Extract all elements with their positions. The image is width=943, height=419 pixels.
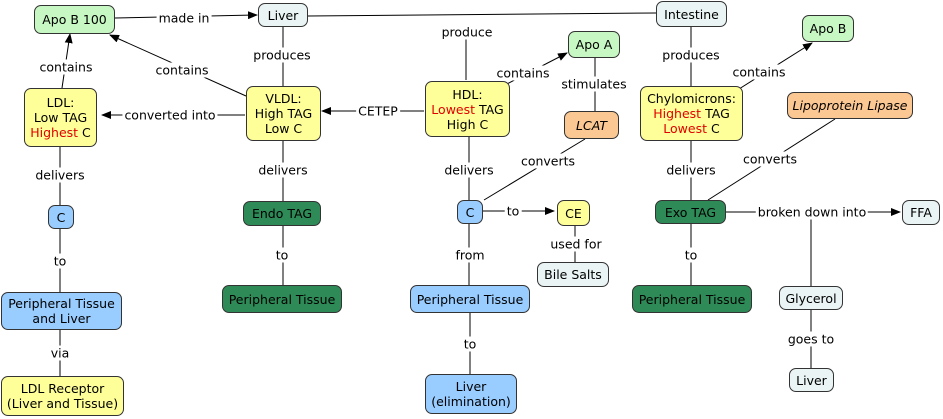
link-label-delivers-chylo: delivers (664, 162, 718, 178)
link-label-converts-lcat: converts (518, 153, 578, 169)
link-label-to-c-left: to (51, 253, 69, 269)
node-text-line: High TAG (254, 106, 313, 121)
node-text-line: Highest C (30, 125, 91, 140)
node-text: C (707, 121, 720, 136)
node-lcat[interactable]: LCAT (564, 111, 619, 139)
node-text-line: Lowest C (663, 121, 719, 136)
node-peripheral-tissue-exo[interactable]: Peripheral Tissue (632, 285, 752, 313)
emphasis-text: Lowest (663, 121, 708, 136)
node-text: Exo TAG (664, 204, 717, 220)
link-label-produce: produce (439, 24, 495, 40)
node-text-line: Highest TAG (653, 106, 730, 121)
node-apo-b[interactable]: Apo B (802, 15, 854, 42)
node-liver-top[interactable]: Liver (258, 3, 308, 27)
node-liver-elimination[interactable]: Liver (elimination) (425, 374, 517, 414)
link-label-to-ce: to (504, 203, 522, 219)
link-label-produces-vldl: produces (251, 47, 313, 63)
node-text: Apo A (575, 37, 613, 52)
link-label-to-mid: to (461, 336, 479, 352)
emphasis-text: Highest (30, 125, 79, 140)
node-text-line: VLDL: (265, 91, 302, 106)
emphasis-text: Highest (653, 106, 702, 121)
node-lipoprotein-lipase[interactable]: Lipoprotein Lipase (787, 92, 913, 119)
node-text: Liver (267, 7, 299, 23)
node-hdl[interactable]: HDL: Lowest TAG High C (425, 81, 510, 137)
node-text: C (78, 125, 91, 140)
node-exo-tag[interactable]: Exo TAG (655, 200, 726, 224)
link-label-cetep: CETEP (356, 103, 400, 119)
node-text: CE (565, 205, 582, 221)
node-text: C (56, 209, 66, 225)
node-ffa[interactable]: FFA (902, 200, 940, 225)
link-label-contains-hdl: contains (494, 65, 552, 81)
node-text-line: (Liver and Tissue) (6, 396, 119, 411)
node-text-line: Low TAG (33, 110, 88, 125)
node-text: C (465, 204, 475, 220)
link-label-from: from (453, 247, 487, 263)
link-label-converts-lpl: converts (740, 151, 800, 167)
node-text: Peripheral Tissue (416, 291, 524, 307)
node-text: Apo B 100 (42, 12, 107, 27)
node-apo-b-100[interactable]: Apo B 100 (34, 5, 115, 34)
link-label-converted-into: converted into (122, 107, 218, 123)
link-label-to-endo: to (273, 247, 291, 263)
node-vldl[interactable]: VLDL: High TAG Low C (246, 86, 321, 141)
link-label-produces-chylo: produces (660, 47, 722, 63)
node-chylomicrons[interactable]: Chylomicrons: Highest TAG Lowest C (640, 86, 743, 141)
link-label-stimulates: stimulates (559, 76, 629, 92)
node-text: LCAT (576, 117, 607, 133)
node-liver-bottom[interactable]: Liver (789, 368, 834, 392)
node-text-line: and Liver (32, 311, 91, 326)
node-bile-salts[interactable]: Bile Salts (537, 262, 609, 287)
node-text-line: LDL: (46, 95, 75, 110)
link-label-used-for: used for (548, 236, 604, 252)
node-text: Apo B (809, 21, 847, 36)
node-glycerol[interactable]: Glycerol (779, 286, 843, 310)
link-label-contains-vldl: contains (153, 62, 211, 78)
node-intestine[interactable]: Intestine (656, 1, 727, 27)
node-endo-tag[interactable]: Endo TAG (243, 201, 321, 226)
node-text-line: Lowest TAG (431, 102, 503, 117)
node-text: TAG (475, 101, 504, 117)
node-text-line: Peripheral Tissue (8, 296, 115, 311)
node-text-line: High C (446, 116, 489, 132)
node-peripheral-tissue-mid[interactable]: Peripheral Tissue (410, 285, 530, 313)
node-text-line: (elimination) (431, 394, 511, 409)
node-c-mid[interactable]: C (457, 200, 483, 224)
link-label-via: via (48, 345, 72, 361)
link-label-made-in: made in (156, 10, 212, 26)
node-text: FFA (910, 205, 932, 220)
node-text: Liver (796, 372, 827, 388)
link-label-contains-chylo: contains (730, 64, 788, 80)
node-text: Bile Salts (544, 267, 602, 282)
node-text: TAG (701, 106, 730, 121)
node-ldl-receptor[interactable]: LDL Receptor (Liver and Tissue) (1, 376, 124, 416)
node-text: Glycerol (785, 290, 837, 306)
link-label-contains-ldl: contains (37, 59, 95, 75)
node-apo-a[interactable]: Apo A (568, 31, 620, 58)
node-peripheral-tissue-endo[interactable]: Peripheral Tissue (222, 285, 342, 313)
node-text-line: LDL Receptor (20, 381, 105, 396)
node-text: Peripheral Tissue (228, 291, 336, 307)
node-text: Peripheral Tissue (638, 291, 746, 307)
node-text-line: HDL: (452, 86, 483, 102)
node-text-line: Liver (455, 379, 487, 394)
node-text-line: Chylomicrons: (647, 91, 736, 106)
node-text: Endo TAG (251, 206, 313, 221)
node-peripheral-tissue-and-liver[interactable]: Peripheral Tissue and Liver (1, 292, 122, 330)
node-text-line: Low C (264, 121, 303, 136)
node-ldl[interactable]: LDL: Low TAG Highest C (24, 88, 97, 147)
emphasis-text: Lowest (431, 101, 476, 117)
node-ce[interactable]: CE (557, 200, 590, 226)
link-label-delivers-ldl: delivers (33, 167, 87, 183)
node-c-left[interactable]: C (48, 205, 74, 229)
node-text: Lipoprotein Lipase (792, 98, 908, 113)
link-label-broken-down-into: broken down into (755, 204, 869, 220)
link-label-delivers-hdl: delivers (442, 162, 496, 178)
link-label-delivers-vldl: delivers (256, 162, 310, 178)
node-text: Intestine (664, 6, 719, 22)
link-label-to-exo: to (682, 247, 700, 263)
link-label-goes-to: goes to (785, 331, 837, 347)
